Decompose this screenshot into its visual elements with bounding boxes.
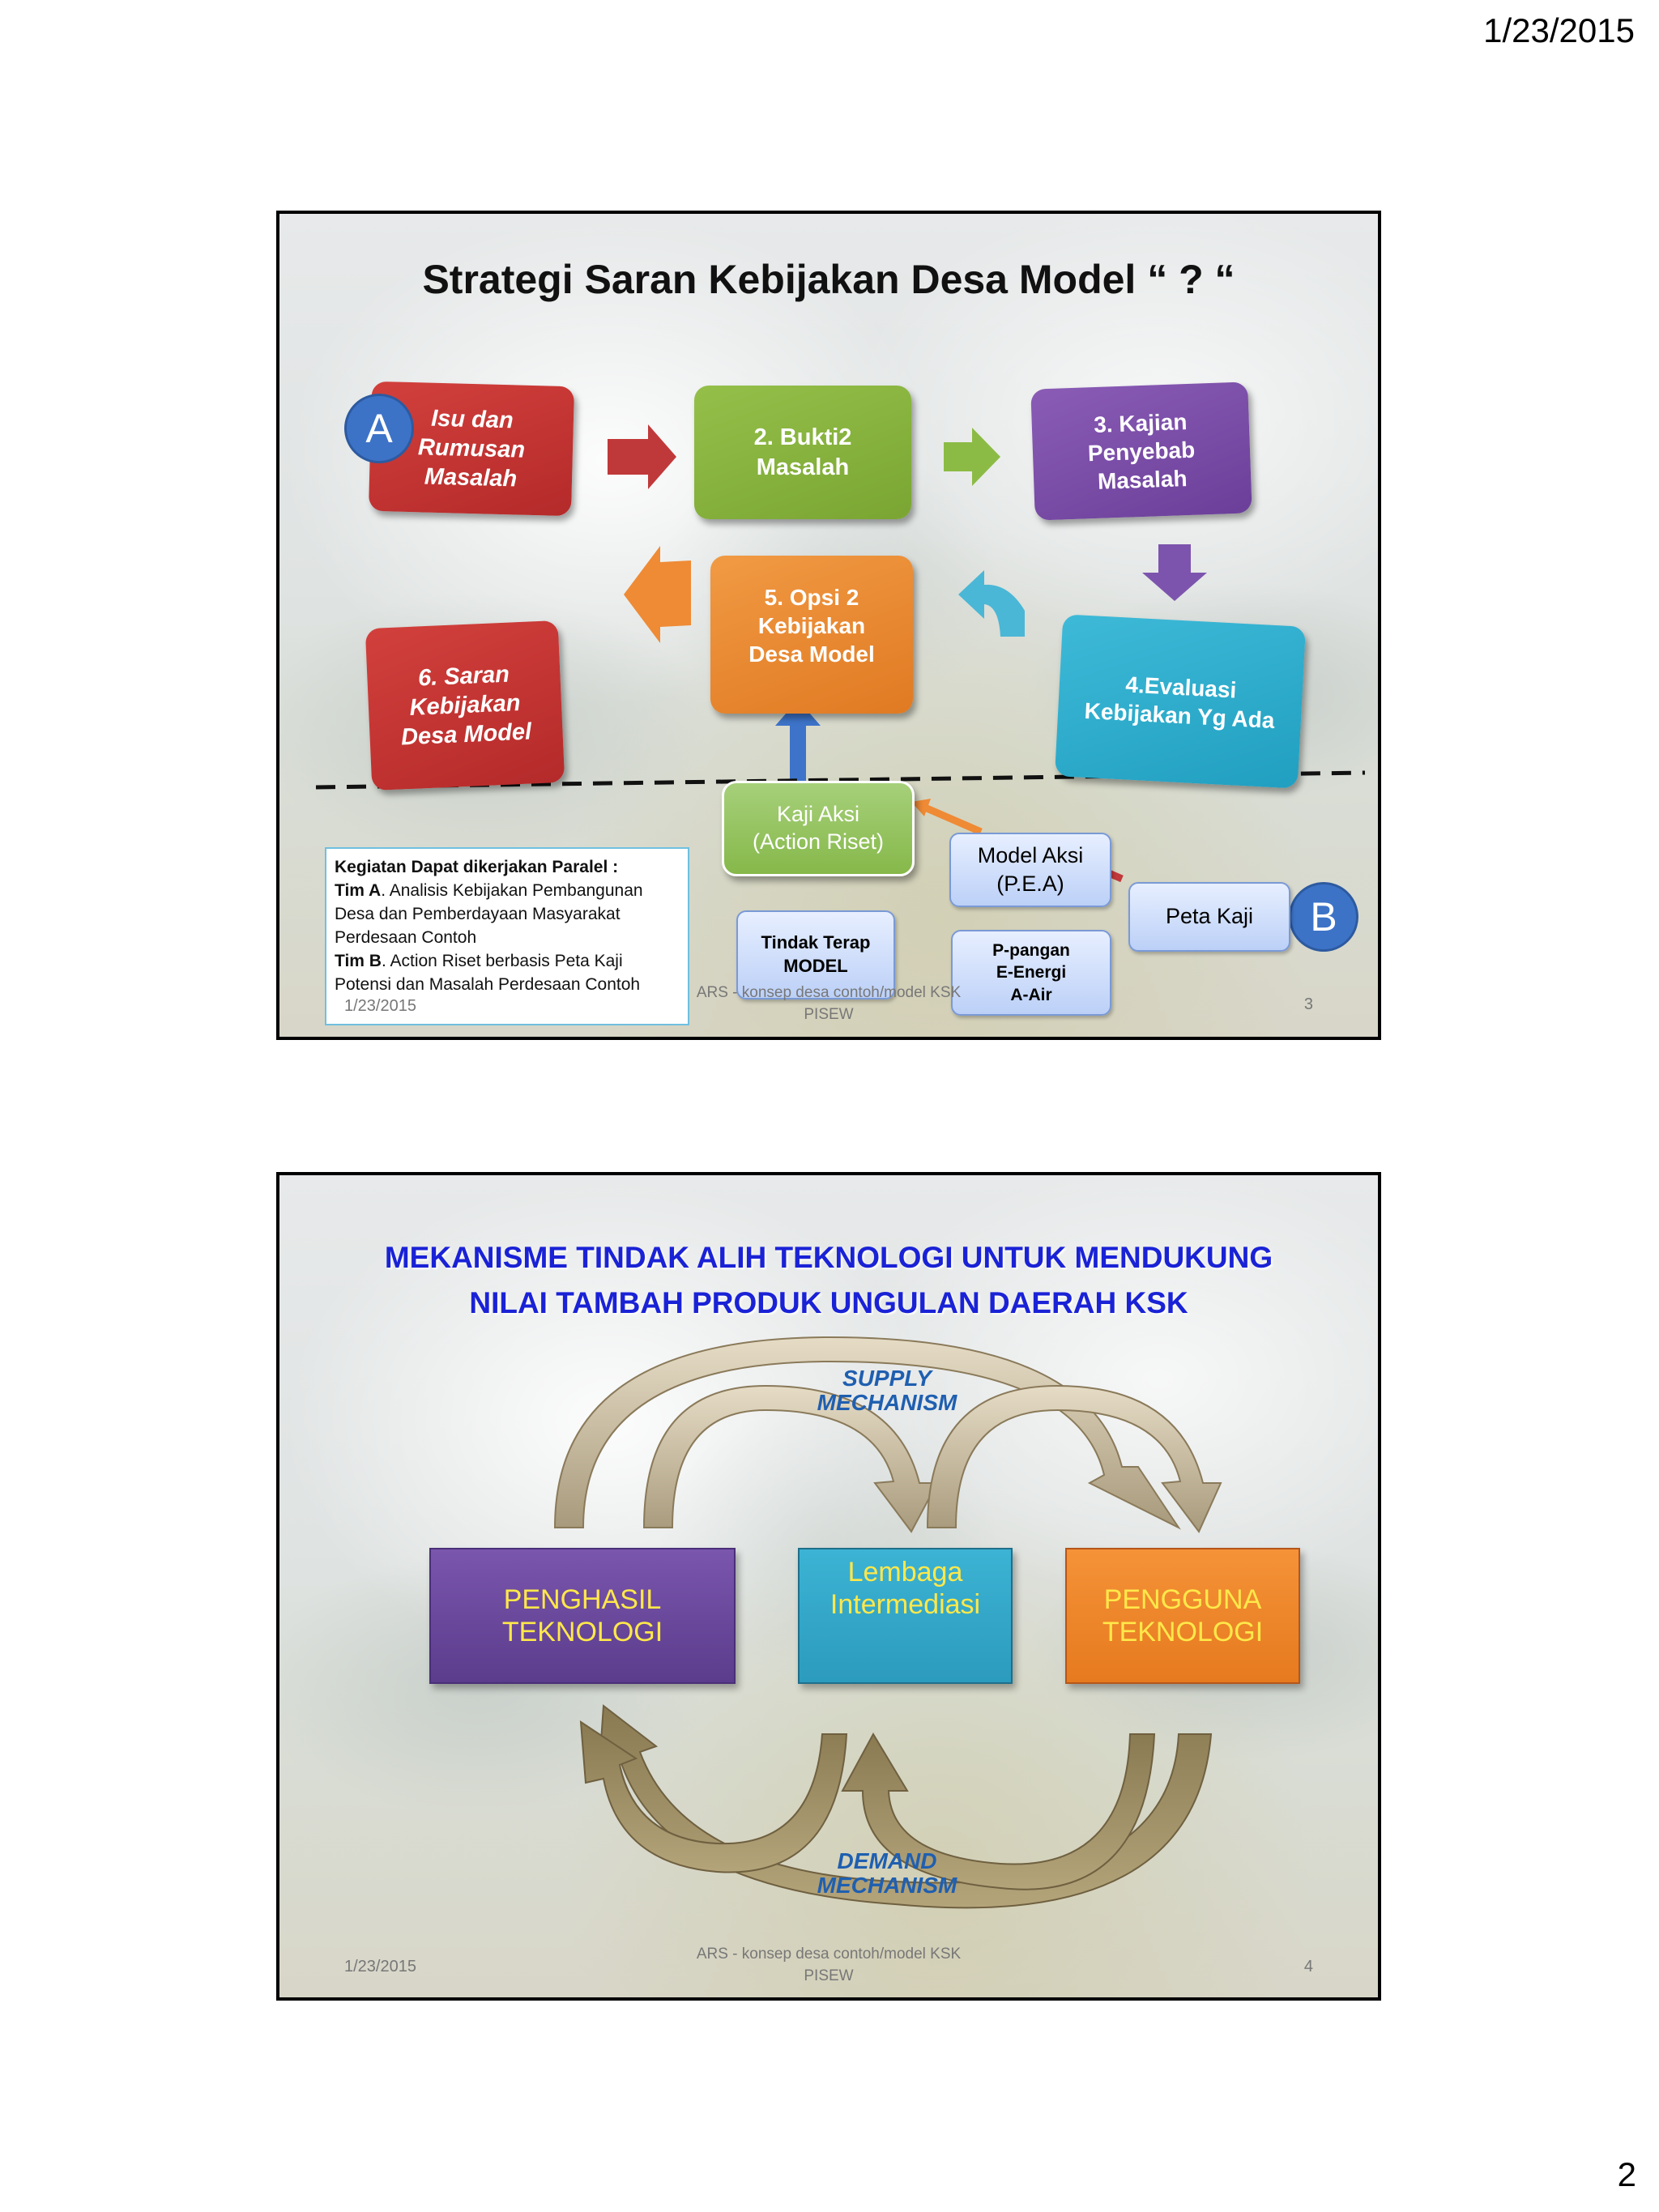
- tindak-terap-box: Tindak Terap MODEL: [736, 910, 895, 999]
- kaji-aksi-box: Kaji Aksi (Action Riset): [722, 781, 915, 876]
- lembaga-intermediasi-box: Lembaga Intermediasi: [798, 1548, 1013, 1684]
- slide2-footer-center: ARS - konsep desa contoh/model KSK PISEW: [696, 1946, 962, 1984]
- header-date: 1/23/2015: [1483, 11, 1635, 49]
- slide-mekanisme: MEKANISME TINDAK ALIH TEKNOLOGI UNTUK ME…: [276, 1172, 1381, 2001]
- step-2-label: 2. Bukti2 Masalah: [753, 424, 852, 480]
- arrow-3-to-4: [1142, 544, 1207, 601]
- supply-arc-left: [642, 1384, 939, 1533]
- tim-b-text: . Action Riset berbasis Peta Kaji Potens…: [335, 952, 641, 994]
- supply-arc-right: [926, 1384, 1222, 1533]
- title-line-2: NILAI TAMBAH PRODUK UNGULAN DAERAH KSK: [469, 1286, 1188, 1319]
- lembaga-label: Lembaga Intermediasi: [830, 1557, 981, 1620]
- step-1-label: Isu dan Rumusan Masalah: [417, 405, 526, 492]
- peta-kaji-label: Peta Kaji: [1165, 904, 1254, 929]
- kaji-aksi-label: Kaji Aksi (Action Riset): [752, 802, 885, 854]
- tim-a-label: Tim A: [335, 881, 382, 900]
- supply-mechanism-label: SUPPLY MECHANISM: [817, 1366, 957, 1415]
- note-heading: Kegiatan Dapat dikerjakan Paralel :: [335, 858, 619, 876]
- arrow-1-to-2: [608, 424, 676, 489]
- step-5-label: 5. Opsi 2 Kebijakan Desa Model: [748, 585, 875, 667]
- slide-title: Strategi Saran Kebijakan Desa Model “ ? …: [422, 257, 1235, 302]
- step-3-label: 3. Kajian Penyebab Masalah: [1087, 408, 1196, 494]
- step-6-saran: 6. Saran Kebijakan Desa Model: [365, 620, 565, 791]
- peta-kaji-box: Peta Kaji: [1128, 882, 1290, 952]
- tim-b-label: Tim B: [335, 952, 382, 970]
- step-5-opsi: 5. Opsi 2 Kebijakan Desa Model: [710, 556, 913, 714]
- arrow-kaji-up: [775, 700, 821, 781]
- marker-a: A: [344, 394, 414, 463]
- step-4-evaluasi: 4.Evaluasi Kebijakan Yg Ada: [1054, 614, 1307, 789]
- page-number: 2: [1617, 2155, 1636, 2193]
- slide1-footer-center: ARS - konsep desa contoh/model KSK PISEW: [696, 984, 962, 1023]
- slide-strategi: Strategi Saran Kebijakan Desa Model “ ? …: [276, 211, 1381, 1040]
- pea-box: P-pangan E-Energi A-Air: [951, 930, 1111, 1016]
- step-6-label: 6. Saran Kebijakan Desa Model: [400, 661, 532, 751]
- demand-arc-right: [841, 1732, 1156, 1890]
- supply-arc-outer: [553, 1336, 1181, 1530]
- slide1-footer-date: 1/23/2015: [344, 997, 416, 1015]
- slide1-footer-num: 3: [1303, 995, 1313, 1013]
- step-4-label: 4.Evaluasi Kebijakan Yg Ada: [1083, 671, 1276, 734]
- arrow-4-to-5: [958, 570, 1025, 637]
- step-2-bukti: 2. Bukti2 Masalah: [694, 386, 911, 519]
- slide2-footer-date: 1/23/2015: [344, 1958, 416, 1975]
- step-3-kajian: 3. Kajian Penyebab Masalah: [1030, 381, 1252, 521]
- arrow-5-to-6: [624, 546, 691, 643]
- mechanism-arrows: [553, 1336, 1222, 1909]
- model-aksi-box: Model Aksi (P.E.A): [949, 833, 1111, 907]
- tim-a-text: . Analisis Kebijakan Pembangunan Desa da…: [335, 881, 643, 947]
- pengguna-teknologi-box: PENGGUNA TEKNOLOGI: [1065, 1548, 1300, 1684]
- pea-label: P-pangan E-Energi A-Air: [992, 941, 1070, 1004]
- arrow-model-to-kaji: [918, 801, 983, 836]
- note-paralel: Kegiatan Dapat dikerjakan Paralel : Tim …: [325, 847, 689, 1025]
- penghasil-teknologi-box: PENGHASIL TEKNOLOGI: [429, 1548, 736, 1684]
- demand-mechanism-label: DEMAND MECHANISM: [817, 1848, 957, 1898]
- slide2-title: MEKANISME TINDAK ALIH TEKNOLOGI UNTUK ME…: [279, 1235, 1378, 1326]
- model-aksi-label: Model Aksi (P.E.A): [977, 842, 1084, 896]
- title-line-1: MEKANISME TINDAK ALIH TEKNOLOGI UNTUK ME…: [384, 1241, 1273, 1274]
- slide2-footer-num: 4: [1303, 1958, 1313, 1975]
- arrow-2-to-3: [944, 428, 1000, 486]
- demand-arc-left: [579, 1720, 848, 1873]
- tindak-terap-label: Tindak Terap MODEL: [761, 932, 871, 976]
- flow-arrows: [315, 424, 1366, 883]
- pengguna-label: PENGGUNA TEKNOLOGI: [1102, 1584, 1264, 1647]
- note-tim-b: Tim B. Action Riset berbasis Peta Kaji P…: [335, 949, 680, 996]
- penghasil-label: PENGHASIL TEKNOLOGI: [501, 1584, 663, 1647]
- note-tim-a: Tim A. Analisis Kebijakan Pembangunan De…: [335, 879, 680, 949]
- marker-b: B: [1289, 882, 1358, 952]
